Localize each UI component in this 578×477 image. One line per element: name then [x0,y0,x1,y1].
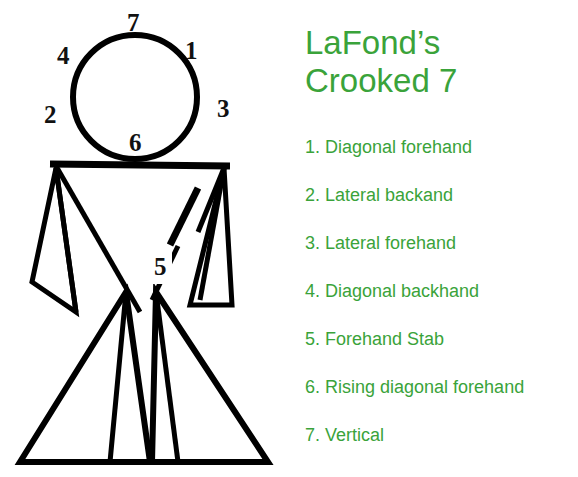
callout-number: 6 [129,130,142,155]
right-leg [156,292,178,462]
right-arm [190,168,232,305]
left-arm [56,168,76,312]
callout-number: 2 [44,102,57,127]
legend-item: 4. Diagonal backhand [305,280,479,302]
label-patch [148,250,172,284]
legend-item: 5. Forehand Stab [305,328,444,350]
head-circle [73,35,197,159]
legend-item: 2. Lateral backand [305,184,453,206]
title: LaFond’s Crooked 7 [305,24,535,100]
callout-number: 4 [57,43,70,68]
right-arm [200,168,224,300]
left-leg [110,292,126,462]
callout-number: 3 [217,96,230,121]
legend-item: 7. Vertical [305,424,384,446]
legend-item: 1. Diagonal forehand [305,136,472,158]
right-leg [152,292,268,462]
callout-number: 7 [127,10,140,35]
legend-item: 3. Lateral forehand [305,232,456,254]
stab-line [170,188,198,245]
left-leg [20,292,150,462]
shoulder-line [50,164,230,166]
left-arm [32,168,76,312]
callout-number: 1 [185,38,198,63]
callout-number: 5 [154,254,167,279]
legend-item: 6. Rising diagonal forehand [305,376,524,398]
